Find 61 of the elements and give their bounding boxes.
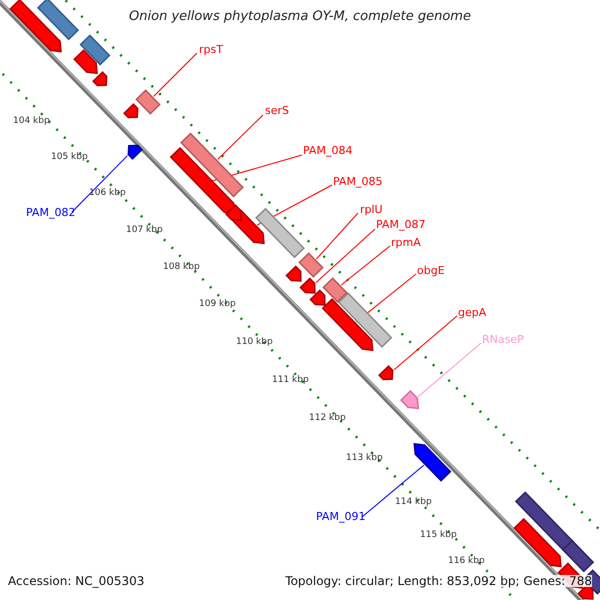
leader-line xyxy=(362,464,424,518)
gene-label: rpmA xyxy=(391,237,421,248)
gene-block xyxy=(298,252,324,278)
gene-arrow-block xyxy=(400,390,420,410)
gene-arrow-block xyxy=(92,71,108,86)
gene-arrow-block xyxy=(413,443,452,482)
gene-label: RNaseP xyxy=(482,334,524,345)
gene-label: obgE xyxy=(417,265,445,276)
scale-label: 114 kbp xyxy=(395,498,432,507)
scale-label: 104 kbp xyxy=(13,117,50,126)
gene-arrow-block xyxy=(309,289,326,306)
leader-line xyxy=(72,155,128,212)
gene-arrow-block xyxy=(513,518,562,568)
gene-arrow-block xyxy=(322,298,374,352)
scale-label: 112 kbp xyxy=(309,414,346,423)
gene-block xyxy=(338,292,392,348)
gene-label: PAM_082 xyxy=(26,207,76,218)
scale-label: 113 kbp xyxy=(346,454,383,463)
gene-block xyxy=(180,132,244,198)
gene-arrow-block xyxy=(299,277,316,294)
gene-block xyxy=(80,34,110,66)
footer-text: Topology: circular; Length: 853,092 bp; Genes: 788 xyxy=(285,575,592,587)
scale-label: 108 kbp xyxy=(163,263,200,272)
gene-label: serS xyxy=(265,105,290,116)
gene-label: rpsT xyxy=(199,44,223,55)
gene-label: PAM_084 xyxy=(303,145,352,156)
gene-arrow-block xyxy=(285,265,302,282)
scale-label: 106 kbp xyxy=(89,189,126,198)
leader-line xyxy=(418,342,482,398)
gene-arrow-block xyxy=(378,365,394,380)
gene-label: rplU xyxy=(360,204,383,215)
map-title: Onion yellows phytoplasma OY-M, complete genome xyxy=(128,10,472,23)
leader-line xyxy=(315,228,376,284)
scale-label: 107 kbp xyxy=(126,226,163,235)
gene-arrow-block xyxy=(123,103,138,118)
gene-label: PAM_091 xyxy=(316,511,366,522)
leader-line xyxy=(316,212,358,260)
leader-line xyxy=(217,114,264,160)
gene-block xyxy=(36,0,80,40)
gene-arrow-block xyxy=(73,49,98,74)
gene-block xyxy=(135,89,161,115)
gene-label: gepA xyxy=(458,307,486,318)
leader-line xyxy=(153,52,198,97)
scale-label: 111 kbp xyxy=(272,376,309,385)
scale-label: 115 kbp xyxy=(420,531,457,540)
scale-label: 109 kbp xyxy=(199,300,236,309)
gene-block xyxy=(562,540,594,572)
scale-label: 116 kbp xyxy=(448,557,485,566)
leader-line xyxy=(340,246,390,286)
leader-line xyxy=(394,316,458,370)
gene-label: PAM_085 xyxy=(333,176,382,187)
footer-text: Accession: NC_005303 xyxy=(8,575,144,587)
gene-block xyxy=(322,277,348,303)
gene-label: PAM_087 xyxy=(376,219,426,230)
gene-arrow-block xyxy=(225,204,242,222)
gene-arrow-block xyxy=(9,0,62,53)
gene-block xyxy=(255,208,305,258)
scale-label: 110 kbp xyxy=(236,338,273,347)
scale-label: 105 kbp xyxy=(51,153,88,162)
gene-arrow-block xyxy=(170,146,236,214)
gene-arrow-block xyxy=(128,144,143,160)
